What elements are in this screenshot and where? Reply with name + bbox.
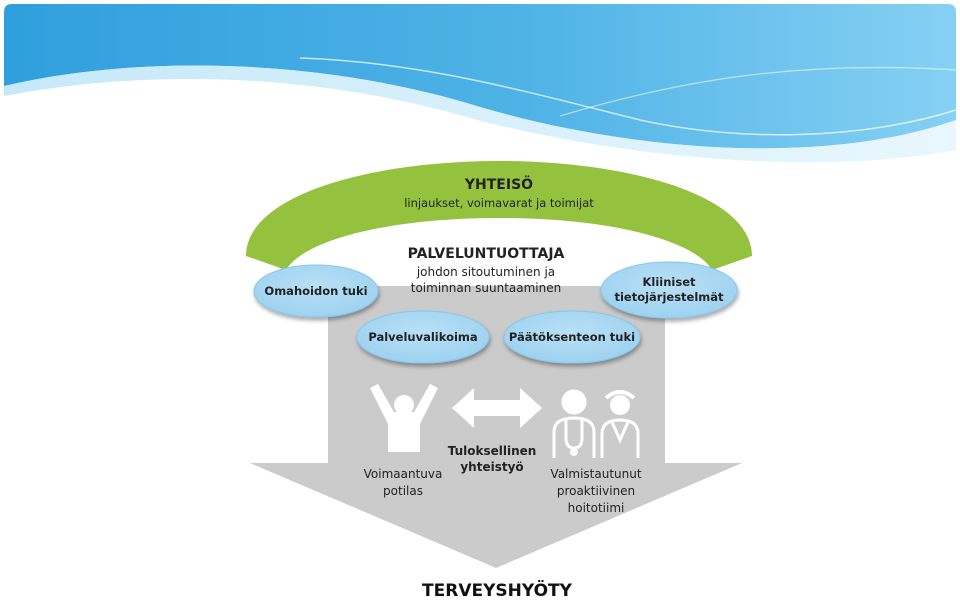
label-self-care: Omahoidon tuki — [264, 284, 367, 298]
provider-line-2: toiminnan suuntaaminen — [411, 281, 562, 295]
team-line-3: hoitotiimi — [568, 501, 625, 515]
oval-self-care — [253, 264, 379, 318]
care-team-icon — [552, 389, 640, 458]
label-clinical-line-1: Kliiniset — [642, 275, 696, 289]
collaboration-line-2: yhteistyö — [460, 460, 523, 474]
header-banner — [4, 4, 957, 163]
provider-line-1: johdon sitoutuminen ja — [416, 265, 555, 279]
label-clinical-line-2: tietojärjestelmät — [614, 290, 724, 304]
outcome-label: TERVEYSHYÖTY — [422, 579, 573, 601]
outcome-arrow — [250, 286, 742, 568]
double-arrow-icon — [452, 388, 542, 428]
provider-title: PALVELUNTUOTTAJA — [408, 246, 565, 262]
patient-line-2: potilas — [383, 484, 423, 498]
oval-decision-support — [503, 310, 641, 364]
collaboration-line-1: Tuloksellinen — [448, 444, 537, 458]
community-subtitle: linjaukset, voimavarat ja toimijat — [404, 196, 594, 210]
patient-line-1: Voimaantuva — [364, 467, 443, 481]
team-line-1: Valmistautunut — [550, 467, 641, 481]
patient-icon — [370, 384, 438, 452]
team-line-2: proaktiivinen — [557, 484, 635, 498]
community-title: YHTEISÖ — [464, 175, 533, 193]
community-ring — [246, 161, 752, 270]
label-services: Palveluvalikoima — [368, 330, 477, 344]
oval-clinical-systems — [600, 261, 738, 319]
oval-services — [356, 310, 490, 364]
label-decision-support: Päätöksenteon tuki — [509, 330, 635, 344]
